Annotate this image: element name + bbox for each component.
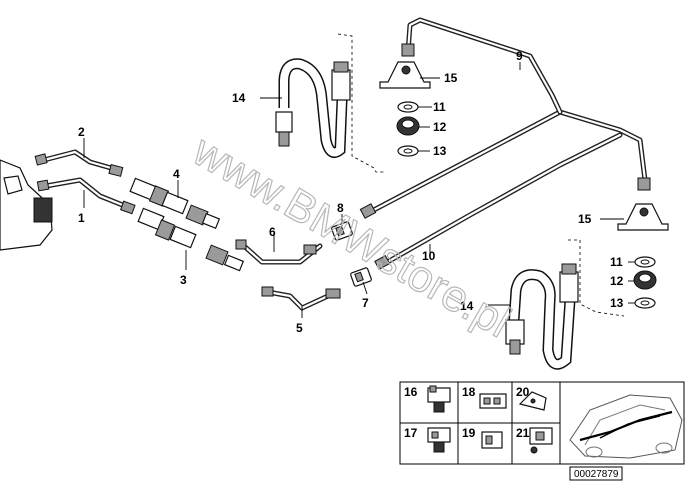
- thumb-label-18: 18: [462, 385, 476, 399]
- brake-line-9[interactable]: [359, 17, 651, 219]
- callout-12-upper: 12: [433, 120, 447, 134]
- thumb-21[interactable]: [529, 427, 553, 454]
- brake-line-1[interactable]: [36, 177, 136, 215]
- callout-4: 4: [173, 167, 180, 181]
- thumb-17[interactable]: [427, 427, 451, 453]
- bracket-15-upper[interactable]: [379, 61, 431, 89]
- washer-11-lower[interactable]: [634, 256, 656, 268]
- brake-hose-14-upper[interactable]: [275, 58, 351, 158]
- washer-13-upper[interactable]: [397, 145, 419, 157]
- callout-6: 6: [269, 225, 276, 239]
- washer-13-lower[interactable]: [634, 297, 656, 309]
- reference-number-box: [569, 466, 623, 481]
- brake-line-10[interactable]: [374, 132, 623, 270]
- brake-hose-14-lower[interactable]: [505, 263, 579, 370]
- callout-7: 7: [362, 296, 369, 310]
- fitting-7[interactable]: [350, 267, 372, 287]
- thumb-label-16: 16: [404, 385, 418, 399]
- washer-11-upper[interactable]: [397, 101, 419, 113]
- fitting-8[interactable]: [331, 221, 353, 241]
- callout-15-lower: 15: [578, 212, 592, 226]
- leader-lines: [83, 62, 635, 318]
- guide-upper: [337, 33, 384, 173]
- callout-8: 8: [337, 201, 344, 215]
- callout-3: 3: [180, 273, 187, 287]
- callout-12-lower: 12: [610, 274, 624, 288]
- connector-4[interactable]: [129, 177, 221, 230]
- callout-14-upper: 14: [232, 91, 246, 105]
- inset-panel: [399, 381, 685, 465]
- reference-number: 00027879: [574, 469, 619, 480]
- callout-5: 5: [296, 321, 303, 335]
- washer-12-upper[interactable]: [396, 116, 420, 136]
- callout-10: 10: [422, 249, 436, 263]
- bracket-15-lower[interactable]: [617, 203, 669, 231]
- washer-12-lower[interactable]: [633, 270, 657, 290]
- thumb-label-21: 21: [516, 426, 530, 440]
- brake-line-2[interactable]: [34, 149, 124, 177]
- brake-line-6[interactable]: [235, 239, 323, 265]
- thumb-18[interactable]: [479, 393, 507, 409]
- brake-line-5[interactable]: [261, 286, 341, 311]
- callout-1: 1: [78, 211, 85, 225]
- guide-lower: [568, 239, 625, 317]
- callout-13-upper: 13: [433, 144, 447, 158]
- callout-14-lower: 14: [460, 299, 474, 313]
- callout-2: 2: [78, 125, 85, 139]
- callout-9: 9: [516, 49, 523, 63]
- thumb-19[interactable]: [481, 431, 503, 449]
- car-locator-icon: [569, 394, 683, 459]
- callout-11-upper: 11: [433, 100, 446, 114]
- callout-13-lower: 13: [610, 296, 624, 310]
- thumb-label-17: 17: [404, 426, 418, 440]
- thumb-16[interactable]: [427, 385, 451, 413]
- callout-15-upper: 15: [444, 71, 458, 85]
- callout-11-lower: 11: [610, 255, 623, 269]
- thumb-label-20: 20: [516, 385, 530, 399]
- thumb-label-19: 19: [462, 426, 476, 440]
- master-cylinder: [0, 159, 53, 251]
- connector-3[interactable]: [137, 207, 245, 272]
- thumb-20[interactable]: [518, 391, 547, 411]
